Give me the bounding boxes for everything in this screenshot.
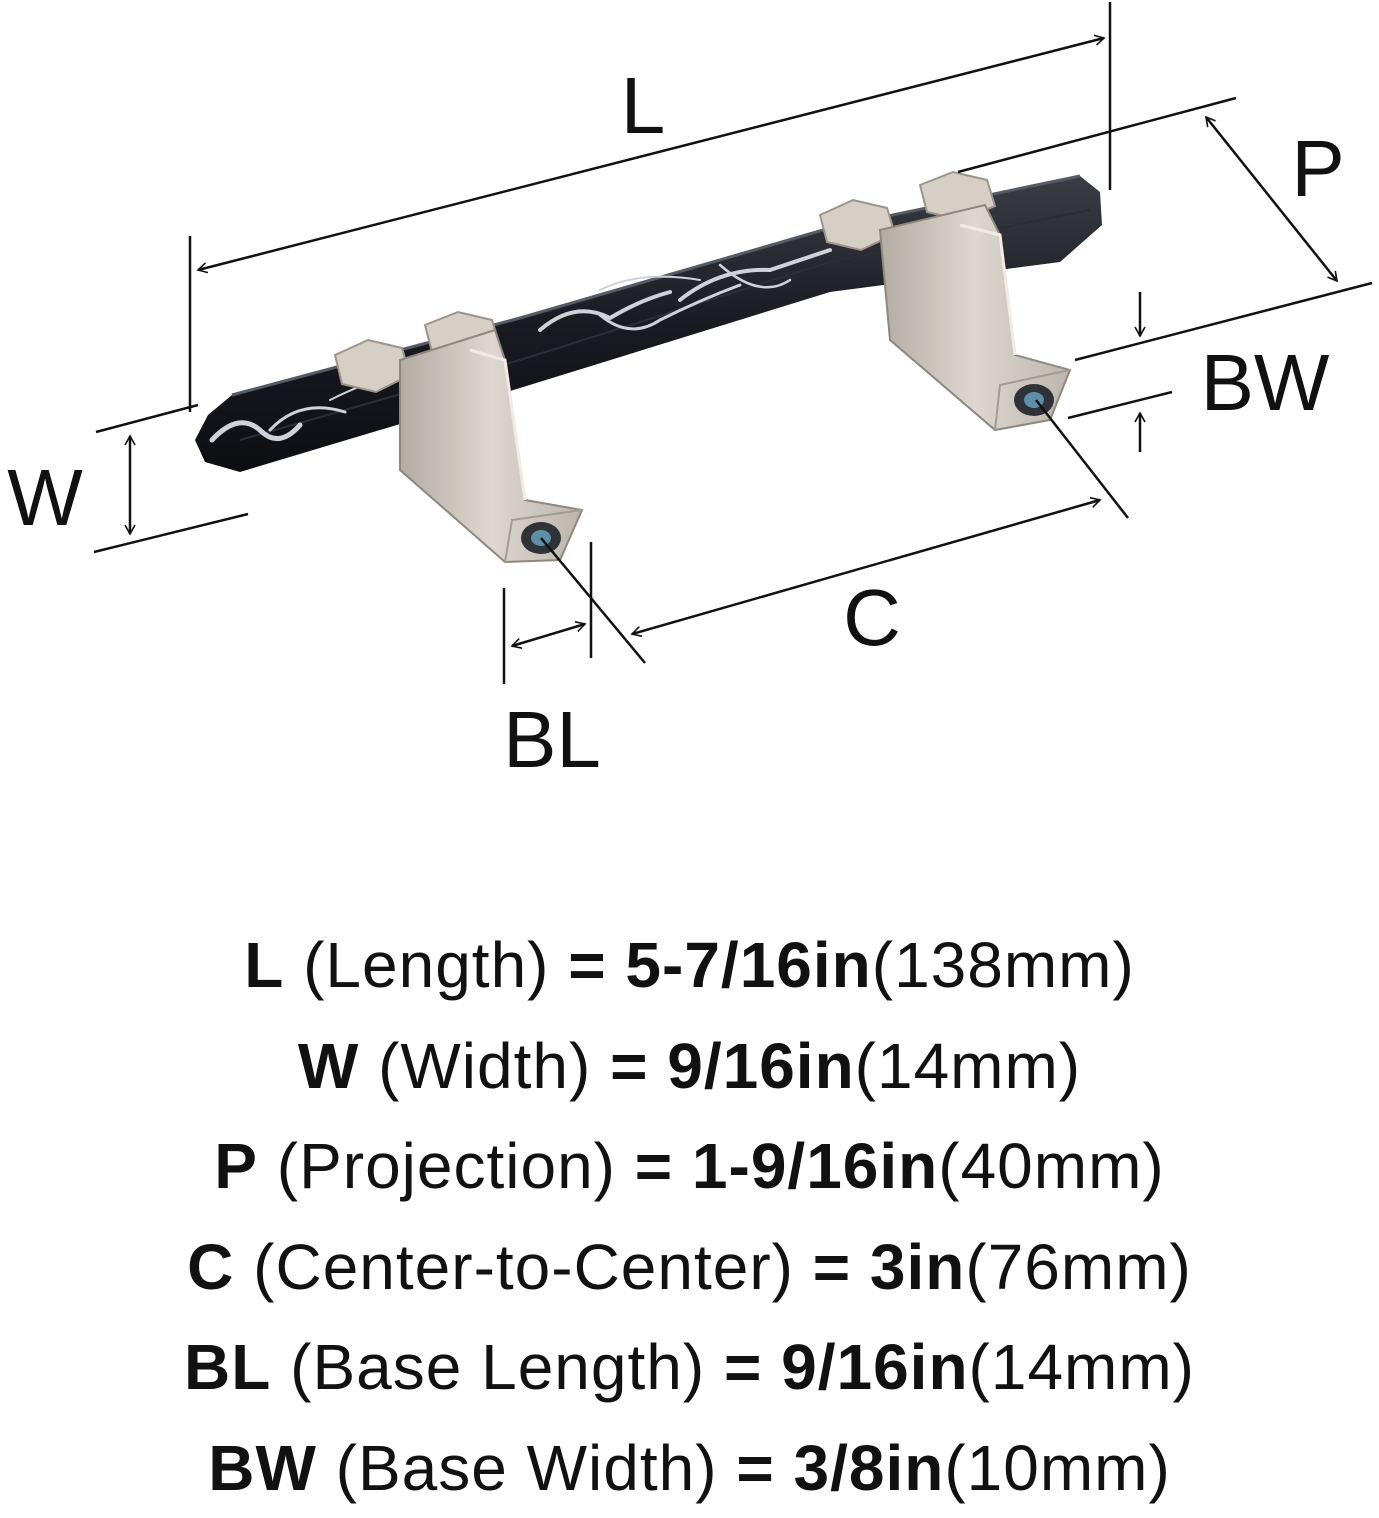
spec-name: (Length) [303,929,549,1001]
spec-equals: = [724,1331,762,1403]
spec-value: 1-9/16in [692,1130,938,1202]
spec-equals: = [568,929,606,1001]
spec-name: (Base Width) [336,1432,718,1504]
W-extension-bottom [94,514,248,552]
spec-metric: (138mm) [872,929,1135,1001]
BW-extension-bottom [1068,392,1172,418]
spec-metric: (76mm) [965,1231,1191,1303]
spec-equals: = [813,1231,851,1303]
P-extension-top [958,98,1236,172]
specifications-list: L (Length) = 5-7/16in(138mm) W (Width) =… [0,915,1379,1518]
label-BW: BW [1201,338,1330,427]
spec-value: 3/8in [793,1432,944,1504]
spec-abbr: BL [184,1331,271,1403]
BL-dimension-line [512,624,585,646]
spec-row-base-width: BW (Base Width) = 3/8in(10mm) [0,1418,1379,1518]
handle-illustration [195,172,1102,562]
spec-row-width: W (Width) = 9/16in(14mm) [0,1016,1379,1117]
dimension-lines [94,2,1372,684]
label-BL: BL [503,695,601,784]
C-extension-right [1036,400,1128,518]
spec-row-center-to-center: C (Center-to-Center) = 3in(76mm) [0,1217,1379,1318]
spec-abbr: P [214,1130,258,1202]
spec-abbr: BW [208,1432,317,1504]
spec-row-base-length: BL (Base Length) = 9/16in(14mm) [0,1317,1379,1418]
spec-value: 9/16in [667,1030,854,1102]
spec-abbr: L [244,929,284,1001]
spec-metric: (14mm) [969,1331,1195,1403]
spec-value: 3in [870,1231,965,1303]
label-W: W [7,453,83,542]
spec-name: (Width) [378,1030,591,1102]
label-C: C [843,573,901,662]
spec-equals: = [736,1432,774,1504]
spec-name: (Center-to-Center) [253,1231,794,1303]
C-extension-left [541,538,645,663]
label-L: L [621,61,666,150]
spec-metric: (14mm) [855,1030,1081,1102]
dimension-diagram: L P BW W C BL [0,0,1379,900]
label-P: P [1291,124,1344,213]
spec-row-length: L (Length) = 5-7/16in(138mm) [0,915,1379,1016]
spec-equals: = [610,1030,648,1102]
spec-value: 5-7/16in [625,929,871,1001]
W-extension-top [96,405,198,432]
spec-abbr: C [187,1231,234,1303]
spec-row-projection: P (Projection) = 1-9/16in(40mm) [0,1116,1379,1217]
spec-abbr: W [298,1030,359,1102]
spec-metric: (10mm) [944,1432,1170,1504]
spec-value: 9/16in [781,1331,968,1403]
spec-name: (Base Length) [290,1331,705,1403]
spec-equals: = [635,1130,673,1202]
spec-name: (Projection) [277,1130,616,1202]
spec-metric: (40mm) [938,1130,1164,1202]
